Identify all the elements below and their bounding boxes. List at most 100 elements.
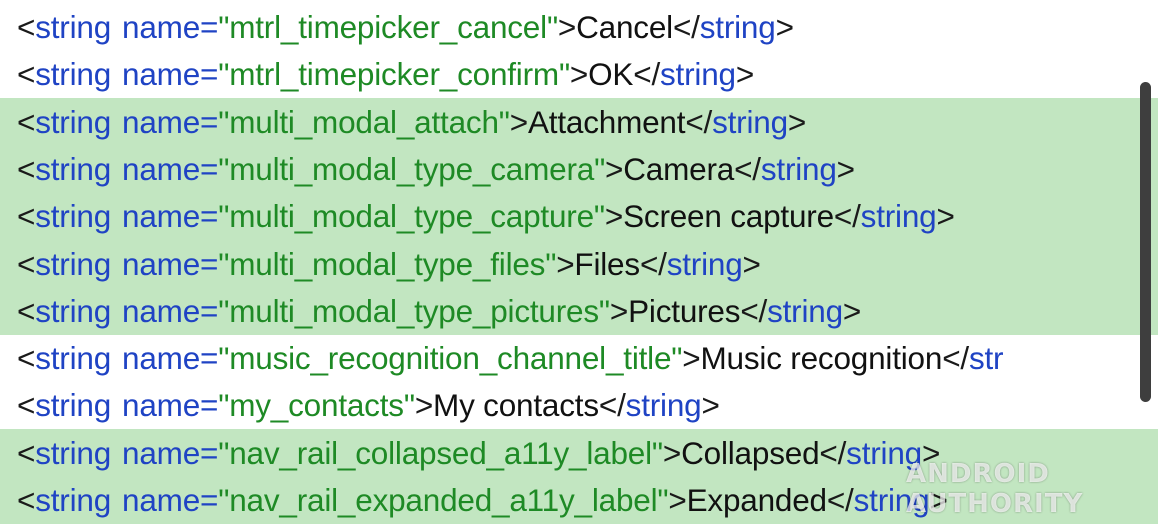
end-tag-open: </ <box>819 434 847 471</box>
attribute-value: "mtrl_timepicker_cancel" <box>218 9 558 45</box>
string-text: Cancel <box>576 9 673 45</box>
open-bracket: < <box>17 150 36 187</box>
attribute-value: "mtrl_timepicker_confirm" <box>218 56 570 93</box>
attribute-name: name= <box>122 56 219 93</box>
open-bracket: < <box>17 434 36 471</box>
attribute-value: "multi_modal_type_camera" <box>218 150 606 187</box>
attribute-value-text: multi_modal_type_camera <box>229 150 595 187</box>
string-text: Collapsed <box>681 434 820 471</box>
end-tag-name: string <box>666 245 743 282</box>
attribute-value: "nav_rail_collapsed_a11y_label" <box>218 434 663 471</box>
attribute-name: name= <box>122 482 219 518</box>
end-tag-name: string <box>767 292 843 329</box>
attribute-value-text: mtrl_timepicker_confirm <box>229 56 559 93</box>
string-text: My contacts <box>433 387 599 424</box>
tag-name: string <box>35 56 112 93</box>
string-text: Camera <box>623 150 735 187</box>
open-bracket: < <box>17 9 36 45</box>
end-tag-close: > <box>735 56 755 93</box>
attribute-value-text: mtrl_timepicker_cancel <box>229 9 547 45</box>
end-tag-name: string <box>625 387 702 424</box>
attribute-value-text: nav_rail_collapsed_a11y_label <box>229 434 652 471</box>
end-tag-open: </ <box>639 245 667 282</box>
close-bracket: > <box>668 482 687 518</box>
string-text: Screen capture <box>623 198 834 235</box>
attribute-value: "nav_rail_expanded_a11y_label" <box>218 482 669 518</box>
end-tag-open: </ <box>740 292 768 329</box>
attribute-value-text: multi_modal_type_files <box>229 245 546 282</box>
end-tag-name: string <box>712 103 788 140</box>
tag-name: string <box>35 9 112 45</box>
end-tag-close: > <box>921 434 941 471</box>
attribute-name: name= <box>122 387 219 424</box>
string-text: Expanded <box>686 482 827 518</box>
attribute-name: name= <box>122 434 219 471</box>
tag-name: string <box>35 387 112 424</box>
tag-name: string <box>35 292 112 329</box>
string-text: Pictures <box>628 292 741 329</box>
attribute-value: "multi_modal_type_capture" <box>218 198 605 235</box>
close-bracket: > <box>557 9 577 45</box>
close-bracket: > <box>605 150 624 187</box>
tag-name: string <box>35 482 112 518</box>
open-bracket: < <box>17 56 36 93</box>
tag-name: string <box>35 103 112 140</box>
end-tag-open: </ <box>598 387 626 424</box>
vertical-scrollbar[interactable] <box>1140 82 1151 402</box>
tag-name: string <box>35 198 112 235</box>
open-bracket: < <box>17 245 36 282</box>
string-text: Music recognition <box>700 340 943 377</box>
end-tag-close: > <box>787 103 807 140</box>
attribute-name: name= <box>122 103 219 140</box>
attribute-name: name= <box>122 198 219 235</box>
end-tag-close: > <box>775 9 794 45</box>
end-tag-open: </ <box>734 150 761 187</box>
close-bracket: > <box>662 434 682 471</box>
tag-name: string <box>35 340 112 377</box>
attribute-name: name= <box>122 340 219 377</box>
attribute-value-text: music_recognition_channel_title <box>229 340 672 377</box>
close-bracket: > <box>414 387 434 424</box>
end-tag-open: </ <box>942 340 969 377</box>
attribute-value: "my_contacts" <box>218 387 415 424</box>
end-tag-close: > <box>742 245 761 282</box>
end-tag-close: > <box>836 150 855 187</box>
end-tag-close: > <box>936 198 955 235</box>
attribute-name: name= <box>122 150 219 187</box>
watermark-logo: ANDROID AUTHORITY <box>906 459 1084 519</box>
close-bracket: > <box>682 340 701 377</box>
attribute-value-text: multi_modal_attach <box>229 103 499 140</box>
attribute-value: "music_recognition_channel_title" <box>218 340 683 377</box>
end-tag-open: </ <box>826 482 854 518</box>
end-tag-open: </ <box>685 103 713 140</box>
close-bracket: > <box>604 198 624 235</box>
attribute-value-text: multi_modal_type_capture <box>229 198 594 235</box>
attribute-value-text: my_contacts <box>229 387 404 424</box>
attribute-name: name= <box>122 292 219 329</box>
attribute-value: "multi_modal_attach" <box>218 103 510 140</box>
end-tag-open: </ <box>833 198 861 235</box>
attribute-name: name= <box>122 9 219 45</box>
attribute-value-text: nav_rail_expanded_a11y_label <box>229 482 658 518</box>
end-tag-close: > <box>842 292 862 329</box>
end-tag-name: string <box>860 198 937 235</box>
close-bracket: > <box>509 103 528 140</box>
